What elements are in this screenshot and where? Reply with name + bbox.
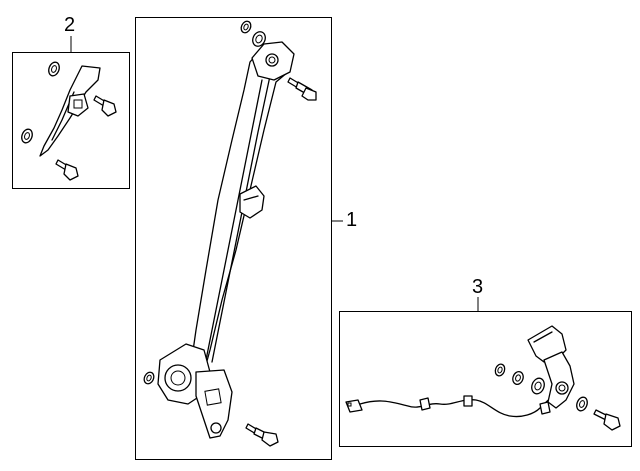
washer-icon[interactable]: [239, 20, 252, 35]
washer-icon[interactable]: [250, 30, 267, 49]
seat-belt-buckle-assembly[interactable]: [345, 325, 575, 418]
part-3-frame: [339, 311, 632, 447]
bolt-icon[interactable]: [287, 77, 317, 101]
washer-icon[interactable]: [494, 363, 507, 377]
callout-part-2[interactable]: 2: [64, 14, 76, 36]
bolt-icon[interactable]: [93, 95, 117, 117]
height-adjuster-bracket[interactable]: [39, 65, 101, 157]
washer-icon[interactable]: [511, 370, 525, 386]
washer-icon[interactable]: [530, 376, 547, 395]
bolt-icon[interactable]: [55, 159, 79, 181]
washer-icon[interactable]: [47, 61, 61, 78]
bolt-icon[interactable]: [245, 423, 279, 447]
bolt-icon[interactable]: [593, 409, 621, 431]
seat-belt-retractor-assembly[interactable]: [157, 41, 295, 439]
washer-icon[interactable]: [142, 371, 155, 386]
washer-icon[interactable]: [575, 396, 589, 413]
callout-part-3[interactable]: 3: [472, 276, 484, 298]
callout-part-1[interactable]: 1: [346, 209, 358, 231]
washer-icon[interactable]: [20, 128, 34, 145]
